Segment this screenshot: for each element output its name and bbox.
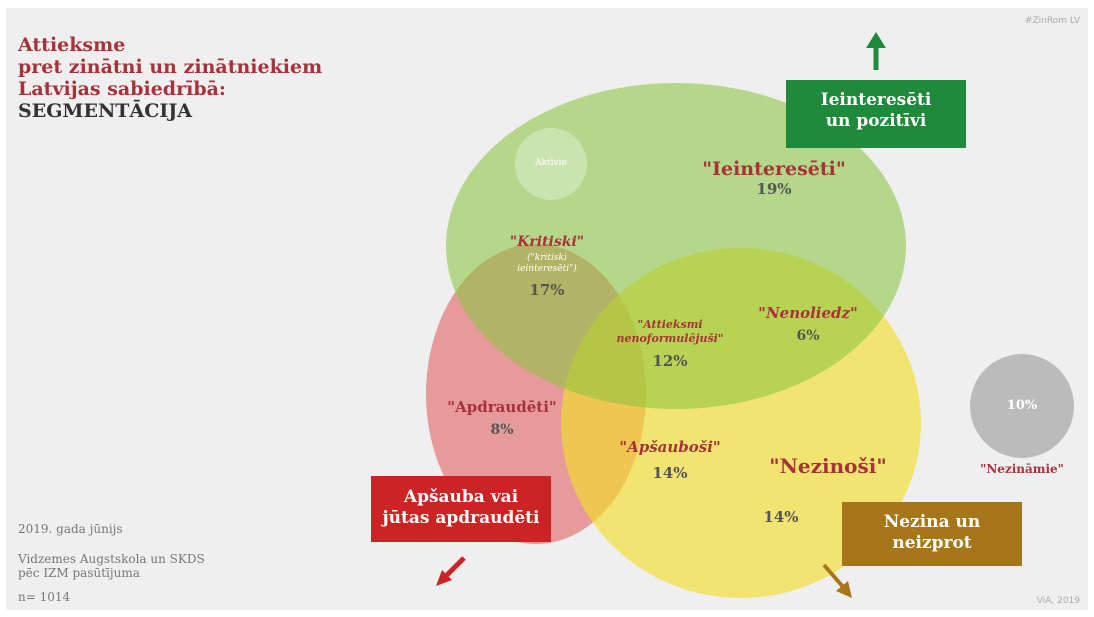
- infographic: Attieksme pret zinātni un zinātniekiem L…: [6, 8, 1088, 610]
- corner-tag-bottom: ViA, 2019: [1036, 596, 1080, 606]
- ieinteresetie-name: "Ieinteresēti": [702, 158, 846, 180]
- segment-aktivie: Aktīvie: [535, 158, 567, 168]
- box-red-line-1: Apšauba vai: [403, 487, 519, 507]
- source-date: 2019. gada jūnijs: [18, 522, 123, 536]
- segment-nenoformulejusi: "Attieksmi nenoformulējuši" 12%: [616, 318, 723, 370]
- box-green-line-2: un pozitīvi: [825, 111, 927, 131]
- box-nezina-neizprot: Nezina un neizprot: [842, 502, 1022, 566]
- box-brown-line-2: neizprot: [892, 533, 972, 553]
- title-line-3: Latvijas sabiedrībā:: [18, 78, 226, 100]
- up-arrow: [866, 32, 886, 70]
- ieinteresetie-pct: 19%: [756, 180, 792, 198]
- nenoliedz-name: "Nenoliedz": [758, 304, 858, 322]
- down-left-arrow: [436, 556, 466, 586]
- nezinosi-pct: 14%: [763, 508, 799, 526]
- segment-kritiski: "Kritiski" ("kritiski ieinteresēti") 17%: [510, 234, 584, 299]
- nenoliedz-pct: 6%: [796, 328, 820, 344]
- kritiski-sub-2: ieinteresēti"): [517, 264, 577, 274]
- venn-diagram: [426, 32, 1074, 598]
- nezinamie-pct: 10%: [1006, 398, 1038, 413]
- source-org-2: pēc IZM pasūtījuma: [18, 566, 140, 580]
- down-right-arrow: [822, 563, 852, 598]
- segment-apsaubosi: "Apšauboši" 14%: [619, 438, 720, 482]
- segment-apdraudeti: "Apdraudēti" 8%: [447, 398, 556, 438]
- nenoformulejusi-pct: 12%: [652, 352, 688, 370]
- apdraudeti-name: "Apdraudēti": [447, 398, 557, 416]
- corner-tag-top: #ZinRom LV: [1024, 16, 1080, 26]
- aktivie-circle: [515, 128, 587, 200]
- nezinamie-circle: [970, 354, 1074, 458]
- apsaubosi-pct: 14%: [652, 464, 688, 482]
- nezinamie-name: "Nezināmie": [980, 462, 1064, 476]
- source-sample-size: n= 1014: [18, 590, 71, 604]
- title-line-4: SEGMENTĀCIJA: [18, 100, 192, 122]
- kritiski-pct: 17%: [529, 281, 565, 299]
- box-red-line-2: jūtas apdraudēti: [382, 508, 540, 528]
- apsaubosi-name: "Apšauboši": [619, 438, 721, 456]
- title-line-2: pret zinātni un zinātniekiem: [18, 56, 323, 78]
- infographic-title: Attieksme pret zinātni un zinātniekiem L…: [18, 34, 322, 122]
- nenoformulejusi-name-1: "Attieksmi: [637, 318, 703, 331]
- source-org-1: Vidzemes Augstskola un SKDS: [18, 552, 205, 566]
- box-brown-line-1: Nezina un: [883, 512, 981, 532]
- title-line-1: Attieksme: [18, 34, 126, 56]
- box-green-line-1: Ieinteresēti: [820, 90, 932, 110]
- kritiski-sub-1: ("kritiski: [527, 253, 567, 263]
- segment-nenoliedz: "Nenoliedz" 6%: [758, 304, 858, 344]
- box-apsauba-apdraudeti: Apšauba vai jūtas apdraudēti: [371, 476, 551, 542]
- nenoformulejusi-name-2: nenoformulējuši": [616, 332, 724, 345]
- box-ieinteresetie-pozitivi: Ieinteresēti un pozitīvi: [786, 80, 966, 148]
- apdraudeti-pct: 8%: [490, 422, 514, 438]
- segment-ieinteresetie: "Ieinteresēti" 19%: [702, 158, 846, 198]
- segment-nezinosi: "Nezinoši": [769, 454, 887, 478]
- nezinosi-name: "Nezinoši": [769, 454, 887, 478]
- kritiski-name: "Kritiski": [509, 234, 585, 250]
